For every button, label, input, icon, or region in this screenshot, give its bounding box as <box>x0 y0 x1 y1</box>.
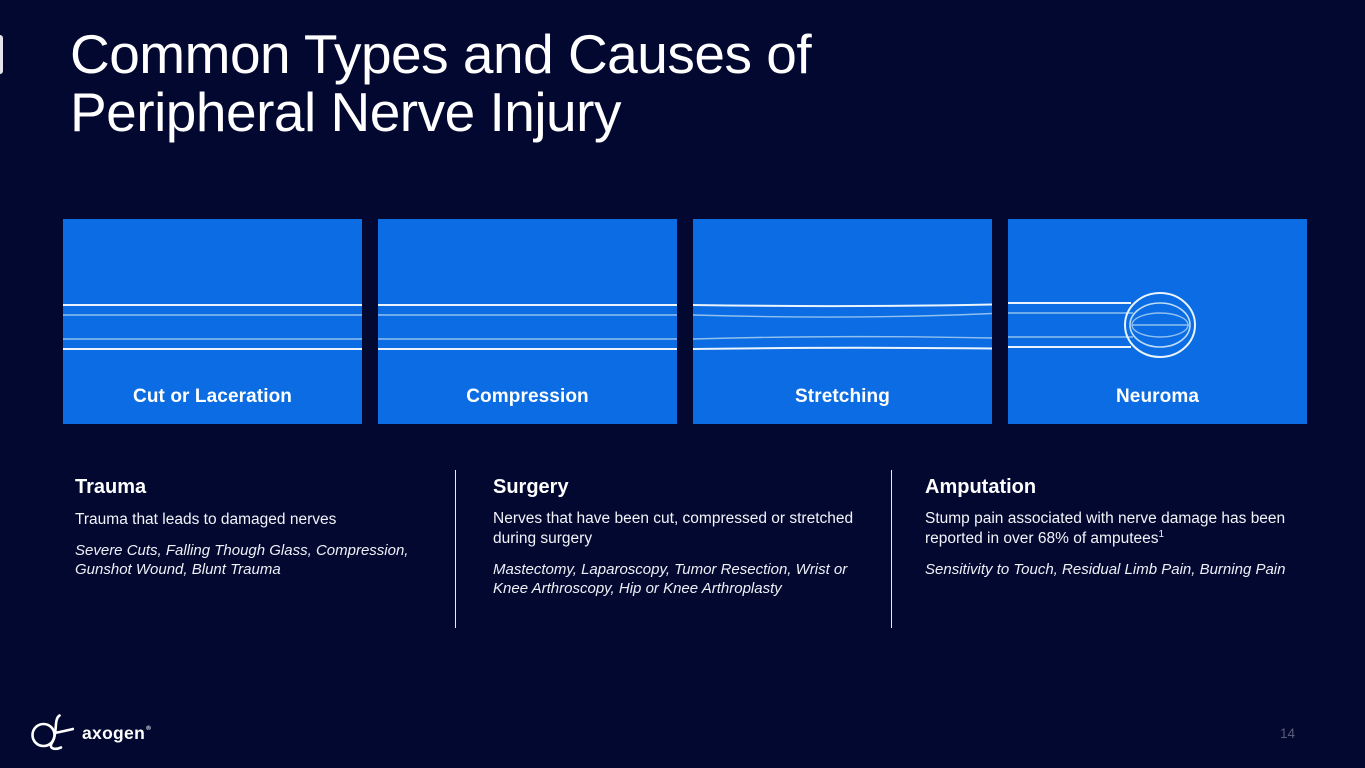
cause-body: Stump pain associated with nerve damage … <box>925 510 1286 548</box>
nerve-straight-icon <box>63 304 362 350</box>
cause-examples: Mastectomy, Laparoscopy, Tumor Resection… <box>493 560 848 597</box>
nerve-neuroma-bulb-icon <box>1008 292 1196 358</box>
cause-body: Nerves that have been cut, compressed or… <box>493 510 854 548</box>
injury-card-compression: Compression <box>378 219 677 424</box>
card-label: Compression <box>466 386 589 407</box>
injury-card-cut-or-laceration: Cut or Laceration <box>63 219 362 424</box>
card-label: Neuroma <box>1115 386 1200 407</box>
cause-body: Trauma that leads to damaged nerves <box>75 511 337 529</box>
axogen-logo-icon <box>31 714 74 751</box>
card-label: Stretching <box>795 386 890 407</box>
injury-card-neuroma: Neuroma <box>1008 219 1307 424</box>
nerve-compressed-icon <box>378 304 677 350</box>
footnote-marker: 1 <box>1158 528 1165 540</box>
causes-section: Trauma Trauma that leads to damaged nerv… <box>75 470 1297 628</box>
left-edge-artifact <box>0 35 3 74</box>
axogen-logo-text: axogen® <box>82 722 152 743</box>
column-divider <box>891 470 892 628</box>
cause-examples: Sensitivity to Touch, Residual Limb Pain… <box>925 560 1286 578</box>
column-divider <box>455 470 456 628</box>
page-number: 14 <box>1279 726 1295 741</box>
injury-card-stretching: Stretching <box>693 219 992 424</box>
registered-mark: ® <box>146 724 152 732</box>
cause-heading: Amputation <box>925 476 1037 498</box>
cause-heading: Surgery <box>493 476 569 498</box>
injury-type-cards: Cut or Laceration Compression Stretching <box>63 219 1307 424</box>
slide-title: Common Types and Causes of Peripheral Ne… <box>70 23 812 143</box>
cause-column-surgery: Surgery Nerves that have been cut, compr… <box>493 470 854 628</box>
cause-column-amputation: Amputation Stump pain associated with ne… <box>925 470 1297 628</box>
cause-heading: Trauma <box>75 476 147 498</box>
cause-column-trauma: Trauma Trauma that leads to damaged nerv… <box>75 470 431 628</box>
cause-examples: Severe Cuts, Falling Though Glass, Compr… <box>75 542 409 578</box>
nerve-stretched-icon <box>693 303 992 350</box>
card-label: Cut or Laceration <box>133 386 292 407</box>
axogen-logo: axogen® <box>30 712 151 754</box>
